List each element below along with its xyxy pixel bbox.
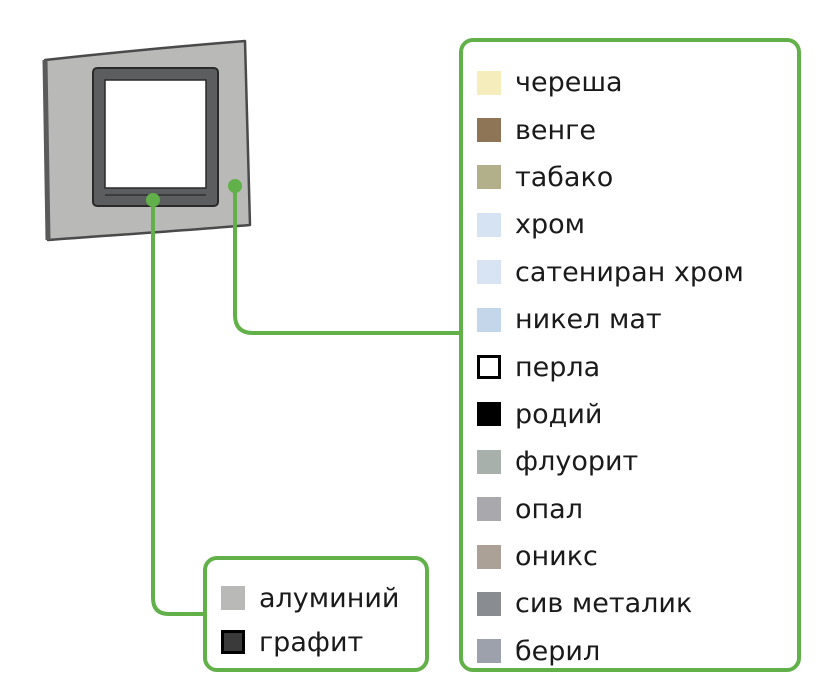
color-swatch [477,402,501,427]
swatch-item: оникс [477,533,744,580]
connector-lines [151,184,461,616]
swatch-label: венге [515,114,596,146]
swatch-item: череша [477,59,744,106]
swatch-item: берил [477,628,744,675]
swatch-label: хром [515,209,586,241]
swatch-label: флуорит [515,446,639,478]
color-swatch [477,118,501,143]
swatch-label: череша [515,67,623,99]
swatch-item: родий [477,391,744,438]
swatch-label: табако [515,161,614,193]
finish-options-list: череша венге табако хром сатениран хром никел… [477,59,744,675]
color-swatch [477,70,501,95]
color-swatch [477,165,501,190]
swatch-label: оникс [515,541,598,573]
connector-plate-to-outer-panel [233,184,461,335]
swatch-label: перла [515,351,601,383]
swatch-item: венге [477,106,744,153]
swatch-item: графит [221,620,399,664]
swatch-label: родий [515,398,603,430]
color-swatch [477,260,501,285]
color-swatch [477,449,501,474]
swatch-label: сив металик [515,588,693,620]
swatch-item: перла [477,343,744,390]
color-swatch [477,307,501,332]
swatch-item: сив металик [477,580,744,627]
swatch-item: хром [477,201,744,248]
color-swatch [221,586,245,610]
swatch-label: сатениран хром [515,256,744,288]
connector-insert-to-inner-panel [151,198,205,616]
color-swatch [477,355,501,380]
insert-options-list: алуминий графит [221,576,399,664]
swatch-label: никел мат [515,304,662,336]
color-swatch [221,630,245,654]
color-swatch [477,591,501,616]
swatch-label: берил [515,635,601,667]
swatch-item: флуорит [477,438,744,485]
finish-options-panel: череша венге табако хром сатениран хром никел… [459,38,801,672]
color-swatch [477,544,501,569]
swatch-item: сатениран хром [477,249,744,296]
swatch-label: графит [259,626,364,658]
swatch-item: алуминий [221,576,399,620]
color-swatch [477,639,501,664]
frame-opening [104,79,207,189]
insert-options-panel: алуминий графит [203,556,429,672]
connector-dot-insert [146,193,160,207]
frame-plate-edge [42,59,51,241]
swatch-label: опал [515,493,583,525]
color-swatch [477,212,501,237]
swatch-item: опал [477,486,744,533]
connector-dot-plate [228,179,242,193]
swatch-item: никел мат [477,296,744,343]
switch-frame-illustration [42,39,252,242]
color-swatch [477,497,501,522]
swatch-item: табако [477,154,744,201]
swatch-label: алуминий [259,582,400,614]
